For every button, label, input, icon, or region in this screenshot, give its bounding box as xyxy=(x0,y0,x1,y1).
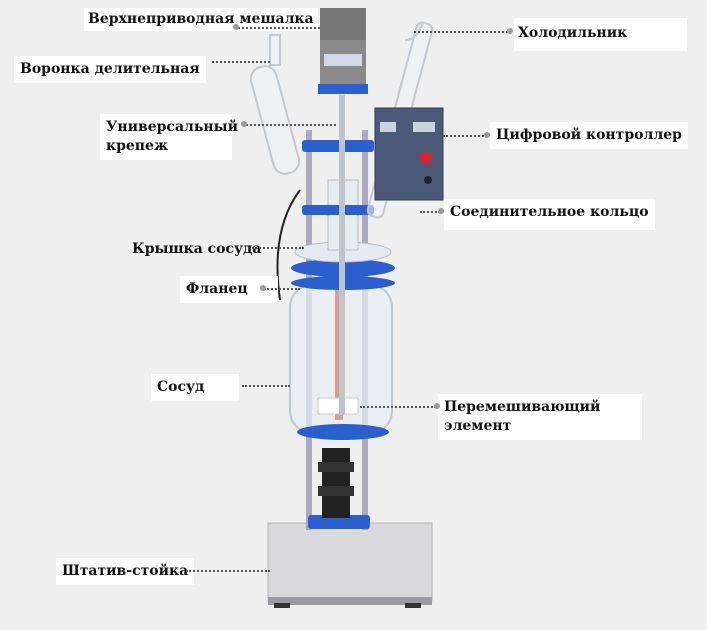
label-overhead-stirrer: Верхнеприводная мешалка xyxy=(84,8,318,31)
label-stirring-element: Перемешивающий элемент xyxy=(438,394,642,440)
leader-dot xyxy=(241,121,247,127)
leader-line xyxy=(242,385,290,387)
leader-dot xyxy=(438,208,444,214)
leader-line xyxy=(252,247,304,249)
leader-line xyxy=(443,135,487,137)
leader-dot xyxy=(233,24,239,30)
leader-dot xyxy=(434,403,440,409)
label-dropping-funnel: Воронка делительная xyxy=(14,56,206,83)
leader-line xyxy=(246,124,336,126)
label-vessel: Сосуд xyxy=(151,374,240,401)
motor xyxy=(318,8,368,94)
leader-dot xyxy=(484,132,490,138)
label-stand: Штатив-стойка xyxy=(56,558,195,585)
leader-dot xyxy=(260,285,266,291)
dropping-funnel-shape xyxy=(249,34,301,175)
label-coupling-ring: Соединительное кольцо xyxy=(444,199,655,230)
leader-line xyxy=(360,406,436,408)
leader-line xyxy=(420,211,440,213)
label-vessel-lid: Крышка сосуда xyxy=(132,241,262,257)
leader-line xyxy=(186,570,270,572)
controller-box xyxy=(374,107,444,201)
leader-line xyxy=(238,27,320,29)
leader-line xyxy=(212,61,270,63)
label-digital-controller: Цифровой контроллер xyxy=(490,122,688,149)
label-condenser: Холодильник xyxy=(514,18,688,51)
leader-line xyxy=(264,288,300,290)
coupling xyxy=(322,448,350,518)
label-flange: Фланец xyxy=(180,276,278,303)
label-universal-clamp: Универсальный крепеж xyxy=(100,114,238,160)
leader-line xyxy=(414,31,508,33)
stand-base xyxy=(267,522,433,608)
leader-dot xyxy=(507,28,513,34)
